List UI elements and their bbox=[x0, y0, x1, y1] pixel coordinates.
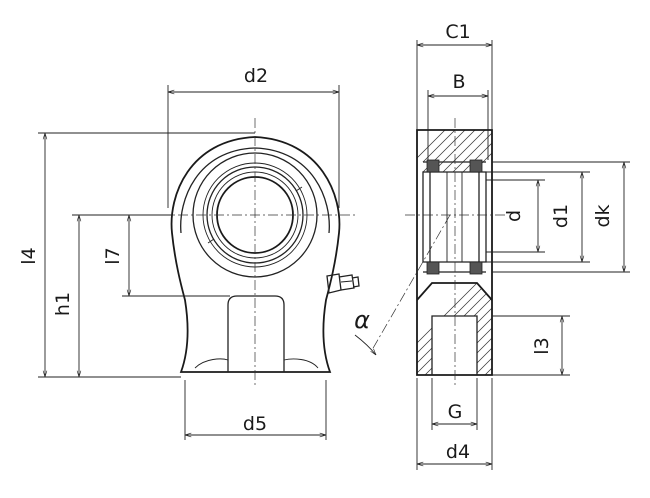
dim-label-c1: C1 bbox=[445, 21, 470, 43]
side-view-dimensions: C1 B d d1 dk α l3 G bbox=[354, 21, 630, 470]
shank-slot bbox=[227, 295, 285, 372]
dim-label-d: d bbox=[503, 210, 525, 222]
grease-nipple-icon bbox=[326, 273, 360, 294]
dim-label-l7: l7 bbox=[102, 247, 124, 264]
dim-label-g: G bbox=[448, 401, 463, 423]
dim-label-d4: d4 bbox=[446, 441, 470, 463]
dim-label-b: B bbox=[452, 71, 465, 93]
dim-label-d5: d5 bbox=[243, 413, 267, 435]
dim-label-l3: l3 bbox=[531, 337, 553, 354]
dim-label-d2: d2 bbox=[244, 65, 268, 87]
front-view bbox=[160, 118, 360, 385]
dim-label-l4: l4 bbox=[18, 247, 40, 264]
dim-label-d1: d1 bbox=[550, 204, 572, 228]
side-bearing bbox=[422, 171, 487, 263]
dim-label-alpha: α bbox=[354, 306, 370, 334]
dim-label-h1: h1 bbox=[52, 292, 74, 316]
section-hatch-top bbox=[417, 130, 492, 172]
side-view bbox=[371, 118, 505, 385]
front-view-dimensions: d2 l4 h1 l7 d5 bbox=[18, 65, 340, 440]
rod-end-housing-outline bbox=[170, 136, 341, 373]
dim-label-dk: dk bbox=[592, 204, 614, 227]
